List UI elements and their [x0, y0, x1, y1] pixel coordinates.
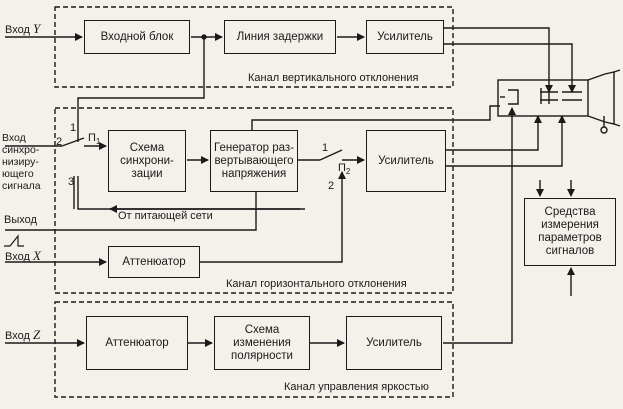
horizontal-channel-title: Канал горизонтального отклонения	[226, 278, 407, 290]
horizontal-attenuator-block: Аттенюатор	[108, 246, 200, 278]
switch-p1-pos1: 1	[70, 122, 77, 134]
mains-label: От питающей сети	[118, 210, 213, 222]
switch-p1-label: П1	[88, 132, 101, 147]
sweep-generator-block: Генератор раз-вертывающего напряжения	[210, 130, 298, 192]
output-label: Выход	[4, 214, 37, 226]
brightness-attenuator-block: Аттенюатор	[86, 316, 188, 370]
vertical-channel-title: Канал вертикального отклонения	[248, 72, 419, 84]
input-sync-label: Вход синхро-низиру-ющего сигнала	[2, 132, 41, 192]
vertical-amplifier-block: Усилитель	[366, 20, 444, 54]
crt-screen	[587, 71, 615, 125]
polarity-inversion-block: Схема изменения полярности	[214, 316, 310, 370]
brightness-amplifier-block: Усилитель	[346, 316, 442, 370]
brightness-channel-region	[54, 301, 454, 398]
switch-p1-pos3: 3	[68, 176, 75, 188]
brightness-channel-title: Канал управления яркостью	[284, 381, 429, 393]
vertical-channel-region	[54, 6, 454, 88]
delay-line-block: Линия задержки	[224, 20, 336, 54]
input-x-label: Вход X	[5, 248, 41, 263]
switch-p2-label: П2	[338, 162, 351, 177]
crt-neck	[497, 79, 589, 117]
sync-circuit-block: Схема синхрони-зации	[108, 130, 186, 192]
input-z-label: Вход Z	[5, 327, 41, 342]
input-block: Входной блок	[84, 20, 190, 54]
horizontal-channel-region	[54, 107, 454, 294]
horizontal-amplifier-block: Усилитель	[366, 130, 446, 192]
switch-p2-pos2: 2	[328, 180, 335, 192]
switch-p2-pos1: 1	[322, 142, 329, 154]
input-y-label: Вход Y	[5, 21, 41, 36]
measurement-means-block: Средства измерения параметров сигналов	[524, 198, 616, 266]
switch-p1-pos2: 2	[56, 136, 63, 148]
